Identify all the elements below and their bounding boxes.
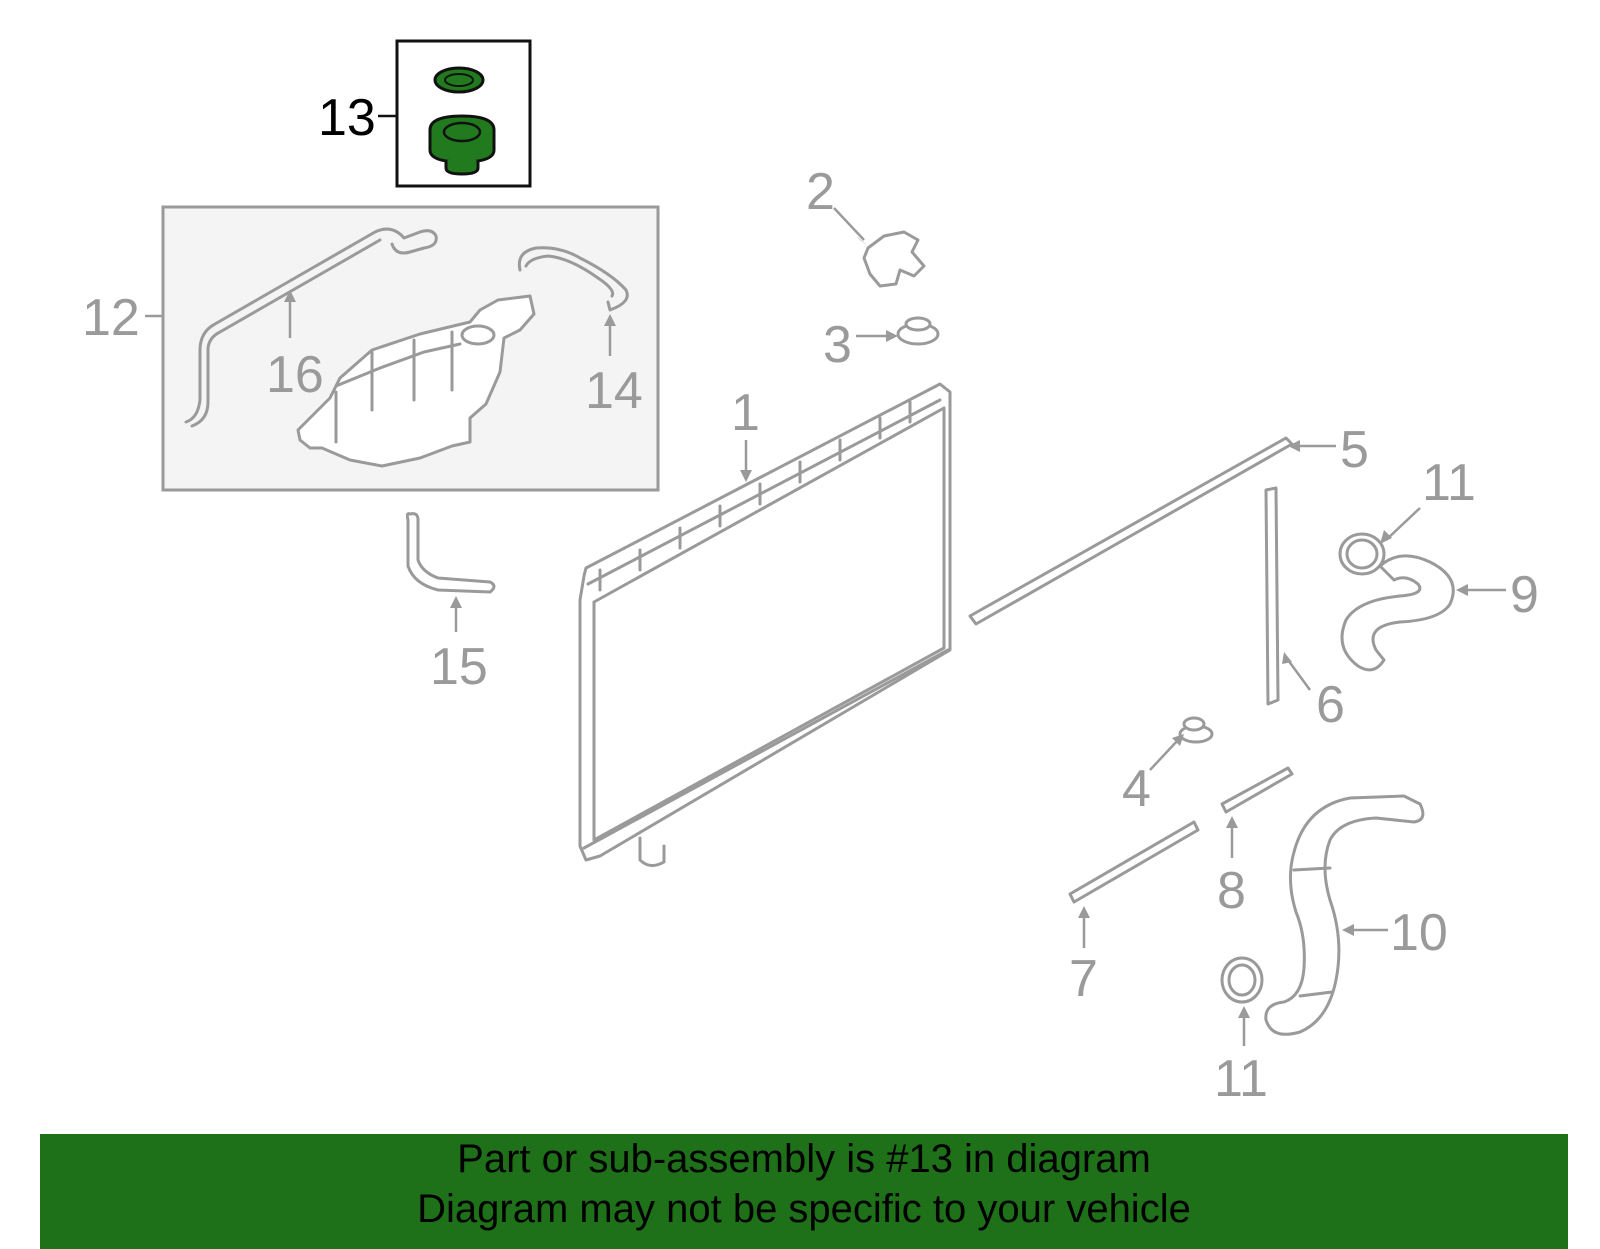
part-5-strip <box>968 436 1294 626</box>
part-6-arrow <box>1282 652 1292 664</box>
part-11a-leader <box>1385 507 1421 541</box>
part-12-filler-neck <box>460 324 496 346</box>
callout-16: 16 <box>266 346 324 404</box>
part-4-group[interactable]: 4 <box>1122 716 1214 818</box>
part-1-group[interactable]: 1 <box>578 382 952 867</box>
part-2-bracket <box>862 230 926 288</box>
part-13-gasket-inner <box>444 73 474 87</box>
part-14-hose <box>517 246 629 312</box>
part-1-top-tank <box>586 398 942 592</box>
part-16-hose-inner <box>190 238 382 428</box>
part-4-arrow <box>1172 734 1184 746</box>
part-11a-arrow <box>1380 530 1392 544</box>
callout-9: 9 <box>1510 566 1539 624</box>
callout-5: 5 <box>1340 421 1369 479</box>
callout-12: 12 <box>82 289 140 347</box>
callout-8: 8 <box>1217 862 1246 920</box>
part-12-tank-detail <box>334 330 462 444</box>
part-11-lower-group[interactable]: 11 <box>1214 956 1268 1108</box>
info-banner: Part or sub-assembly is #13 in diagram D… <box>40 1134 1568 1249</box>
part-13-cap-base <box>444 160 480 176</box>
part-1-arrow <box>740 470 752 482</box>
part-15-arrow <box>450 596 462 608</box>
callout-1: 1 <box>731 384 760 442</box>
callout-11-lower: 11 <box>1214 1050 1268 1108</box>
callout-14: 14 <box>585 362 643 420</box>
part-3-grommet-top <box>904 316 932 332</box>
part-3-arrow <box>886 330 898 342</box>
callout-6: 6 <box>1316 676 1345 734</box>
part-7-group[interactable]: 7 <box>1068 820 1200 1008</box>
part-9-hose <box>1340 554 1455 672</box>
callout-10: 10 <box>1390 904 1448 962</box>
callout-3: 3 <box>823 316 852 374</box>
part-8-arrow <box>1226 816 1238 828</box>
part-10-hose-band <box>1292 866 1334 998</box>
part-3-group[interactable]: 3 <box>823 316 940 374</box>
part-8-strip <box>1220 766 1294 814</box>
part-6-leader <box>1286 659 1312 691</box>
part-5-group[interactable]: 5 <box>968 421 1369 626</box>
part-4-leader <box>1149 739 1179 771</box>
part-4-grommet-top <box>1182 716 1206 732</box>
part-10-hose <box>1264 794 1425 1036</box>
part-13-group[interactable]: 13 <box>318 39 532 188</box>
part-2-arrow <box>856 236 868 246</box>
part-16-hose <box>184 227 438 424</box>
part-7-strip <box>1068 820 1200 904</box>
part-10-arrow <box>1342 924 1354 936</box>
part-14-hose-inner <box>524 254 615 298</box>
part-15-hose <box>405 512 496 594</box>
part-11-lower-clamp-inner <box>1227 963 1257 997</box>
part-2-group[interactable]: 2 <box>806 163 926 288</box>
part-6-strip <box>1264 486 1280 706</box>
callout-15: 15 <box>430 638 488 696</box>
part-15-group[interactable]: 15 <box>405 512 496 696</box>
callout-13: 13 <box>318 89 376 147</box>
part-13-cap-top <box>442 121 482 143</box>
part-1-radiator-core <box>592 406 946 842</box>
part-7-arrow <box>1078 906 1090 918</box>
banner-line-2: Diagram may not be specific to your vehi… <box>417 1187 1191 1231</box>
part-1-radiator-outline <box>578 382 952 862</box>
part-2-leader <box>833 207 865 241</box>
part-8-group[interactable]: 8 <box>1217 766 1294 920</box>
callout-11-upper: 11 <box>1422 454 1476 512</box>
callout-4: 4 <box>1122 760 1151 818</box>
callout-2: 2 <box>806 163 835 221</box>
part-11-lower-clamp <box>1220 956 1264 1004</box>
part-5-arrow <box>1288 440 1300 452</box>
part-11-upper-group[interactable]: 11 <box>1338 454 1476 576</box>
part-6-group[interactable]: 6 <box>1264 486 1345 734</box>
part-11b-arrow <box>1238 1006 1250 1018</box>
part-12-group[interactable]: 12 16 14 <box>82 205 660 492</box>
part-14-arrow <box>604 314 616 326</box>
part-9-group[interactable]: 9 <box>1340 554 1539 672</box>
callout-7: 7 <box>1069 950 1098 1008</box>
part-13-gasket <box>433 66 485 94</box>
part-16-arrow <box>284 290 296 302</box>
part-11-upper-clamp <box>1338 532 1386 576</box>
part-11-upper-clamp-inner <box>1345 538 1379 570</box>
part-1-bottom-tank <box>582 648 950 867</box>
banner-line-1: Part or sub-assembly is #13 in diagram <box>457 1137 1151 1181</box>
part-10-group[interactable]: 10 <box>1264 794 1448 1036</box>
part-9-arrow <box>1456 584 1468 596</box>
